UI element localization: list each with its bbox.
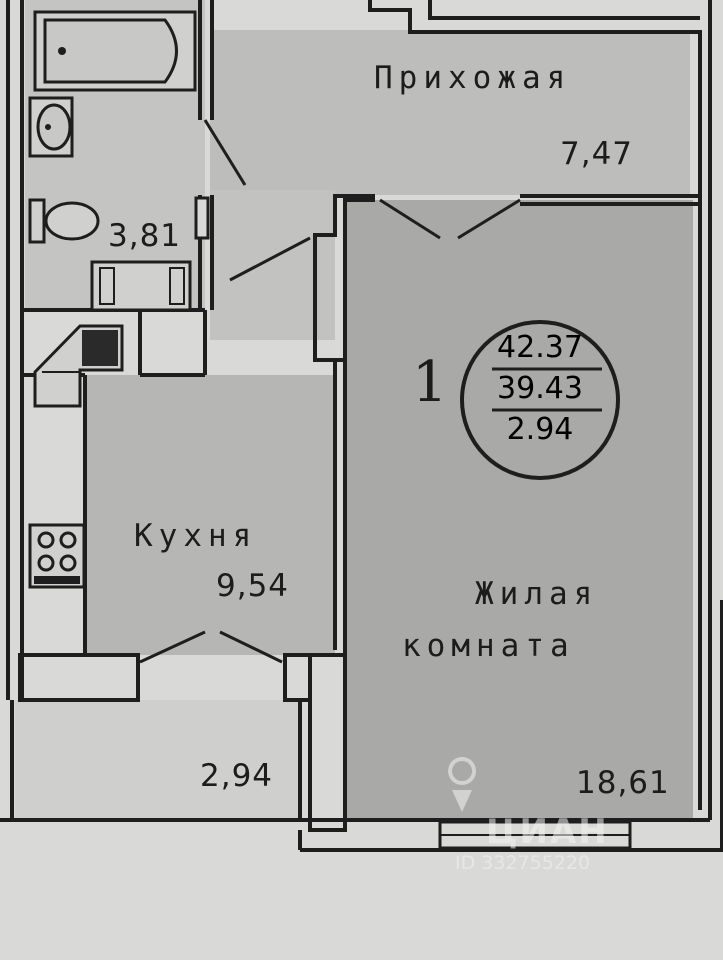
room-count: 1 bbox=[412, 350, 448, 415]
kitchen-name: Кухня bbox=[134, 518, 258, 554]
balcony-area: 2,94 bbox=[200, 758, 274, 794]
balcony-area-small: 2.94 bbox=[506, 412, 574, 447]
door-swings bbox=[139, 119, 521, 664]
hallway-name: Прихожая bbox=[374, 60, 572, 96]
total-area: 42.37 bbox=[497, 330, 583, 365]
area-circle bbox=[460, 320, 620, 480]
living-room-name-line2: комната bbox=[402, 628, 575, 664]
location-pin-icon bbox=[448, 757, 477, 812]
sink-icon bbox=[28, 96, 74, 158]
door-jamb bbox=[194, 196, 210, 240]
toilet-icon bbox=[28, 198, 100, 244]
hallway-area: 7,47 bbox=[560, 136, 634, 172]
living-room-area: 18,61 bbox=[576, 765, 670, 801]
area-stack: 42.37 39.43 2.94 bbox=[480, 330, 600, 460]
hallway-fill bbox=[210, 30, 690, 195]
watermark-id: ID 332755220 bbox=[455, 852, 591, 874]
living-area: 39.43 bbox=[497, 371, 583, 406]
bathroom-area: 3,81 bbox=[108, 218, 182, 254]
living-room-fill bbox=[345, 200, 693, 820]
watermark-brand: ЦИАН bbox=[486, 812, 609, 852]
washer-icon bbox=[90, 260, 192, 312]
stove-icon bbox=[28, 523, 86, 589]
window-icon bbox=[438, 820, 632, 850]
kitchen-sink-icon bbox=[33, 324, 124, 408]
balcony-fill bbox=[15, 700, 300, 820]
living-room-name-line1: Жилая bbox=[475, 576, 599, 612]
kitchen-area: 9,54 bbox=[216, 568, 290, 604]
bathtub-icon bbox=[33, 10, 197, 92]
kitchen-fill bbox=[85, 375, 335, 655]
